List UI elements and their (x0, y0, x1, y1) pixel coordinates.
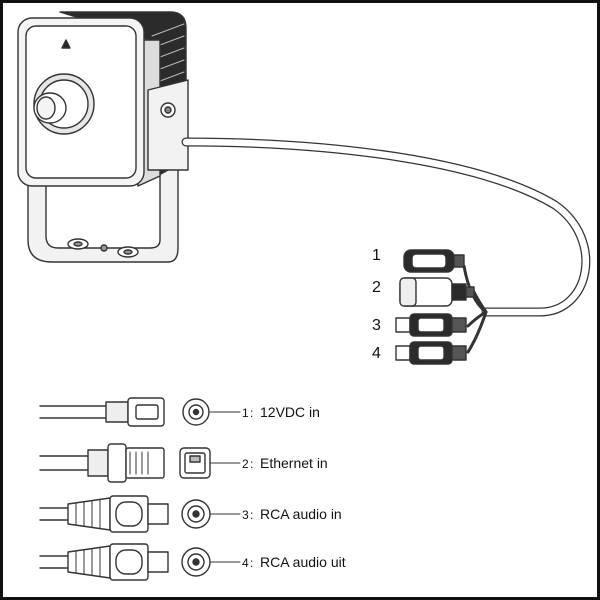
camera-body (17, 11, 189, 263)
legend-label-3: 3 : RCA audio in (242, 506, 342, 522)
connector-4-rca (395, 341, 467, 365)
legend-number: 4 (242, 556, 249, 570)
callout-1: 1 (372, 247, 381, 264)
cable (181, 137, 591, 354)
connector-2-rj45 (399, 277, 475, 307)
legend-number: 1 (242, 406, 249, 420)
legend-separator: : (250, 457, 253, 471)
callout-2: 2 (372, 279, 381, 296)
connector-3-rca (395, 313, 467, 337)
callout-4: 4 (372, 345, 381, 362)
legend-text: 12VDC in (260, 404, 320, 420)
legend-text: RCA audio uit (260, 554, 346, 570)
connector-1-dc (403, 249, 465, 273)
legend-label-1: 1 : 12VDC in (242, 404, 320, 420)
legend-plug-1 (39, 397, 241, 427)
legend-separator: : (250, 406, 253, 420)
legend-plug-3 (39, 495, 241, 533)
legend-separator: : (250, 556, 253, 570)
legend-text: Ethernet in (260, 455, 328, 471)
legend-label-4: 4 : RCA audio uit (242, 554, 346, 570)
legend-label-2: 2 : Ethernet in (242, 455, 328, 471)
legend-plug-4 (39, 543, 241, 581)
legend-number: 2 (242, 457, 249, 471)
legend-plug-2 (39, 443, 241, 483)
legend-text: RCA audio in (260, 506, 342, 522)
legend-number: 3 (242, 508, 249, 522)
legend-separator: : (250, 508, 253, 522)
callout-3: 3 (372, 317, 381, 334)
